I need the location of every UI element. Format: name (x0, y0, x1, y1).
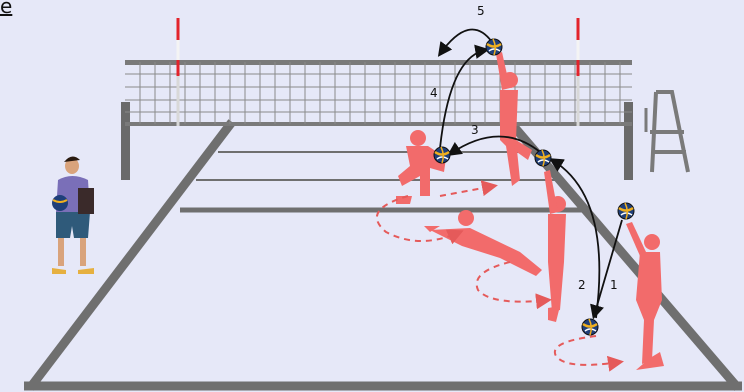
volleyball-icon (486, 39, 502, 55)
volleyball-icon (434, 147, 450, 163)
coach-with-clipboard-icon (52, 156, 94, 274)
step-1-label: 1 (610, 278, 618, 292)
volleyball-icon (618, 203, 634, 219)
step-4-label: 4 (430, 86, 438, 100)
volleyball-icon (535, 150, 551, 166)
referee-chair-icon (646, 92, 688, 172)
volleyball-icon (582, 319, 598, 335)
step-2-label: 2 (578, 278, 586, 292)
step-5-label: 5 (477, 4, 485, 18)
step-3-label: 3 (471, 123, 479, 137)
